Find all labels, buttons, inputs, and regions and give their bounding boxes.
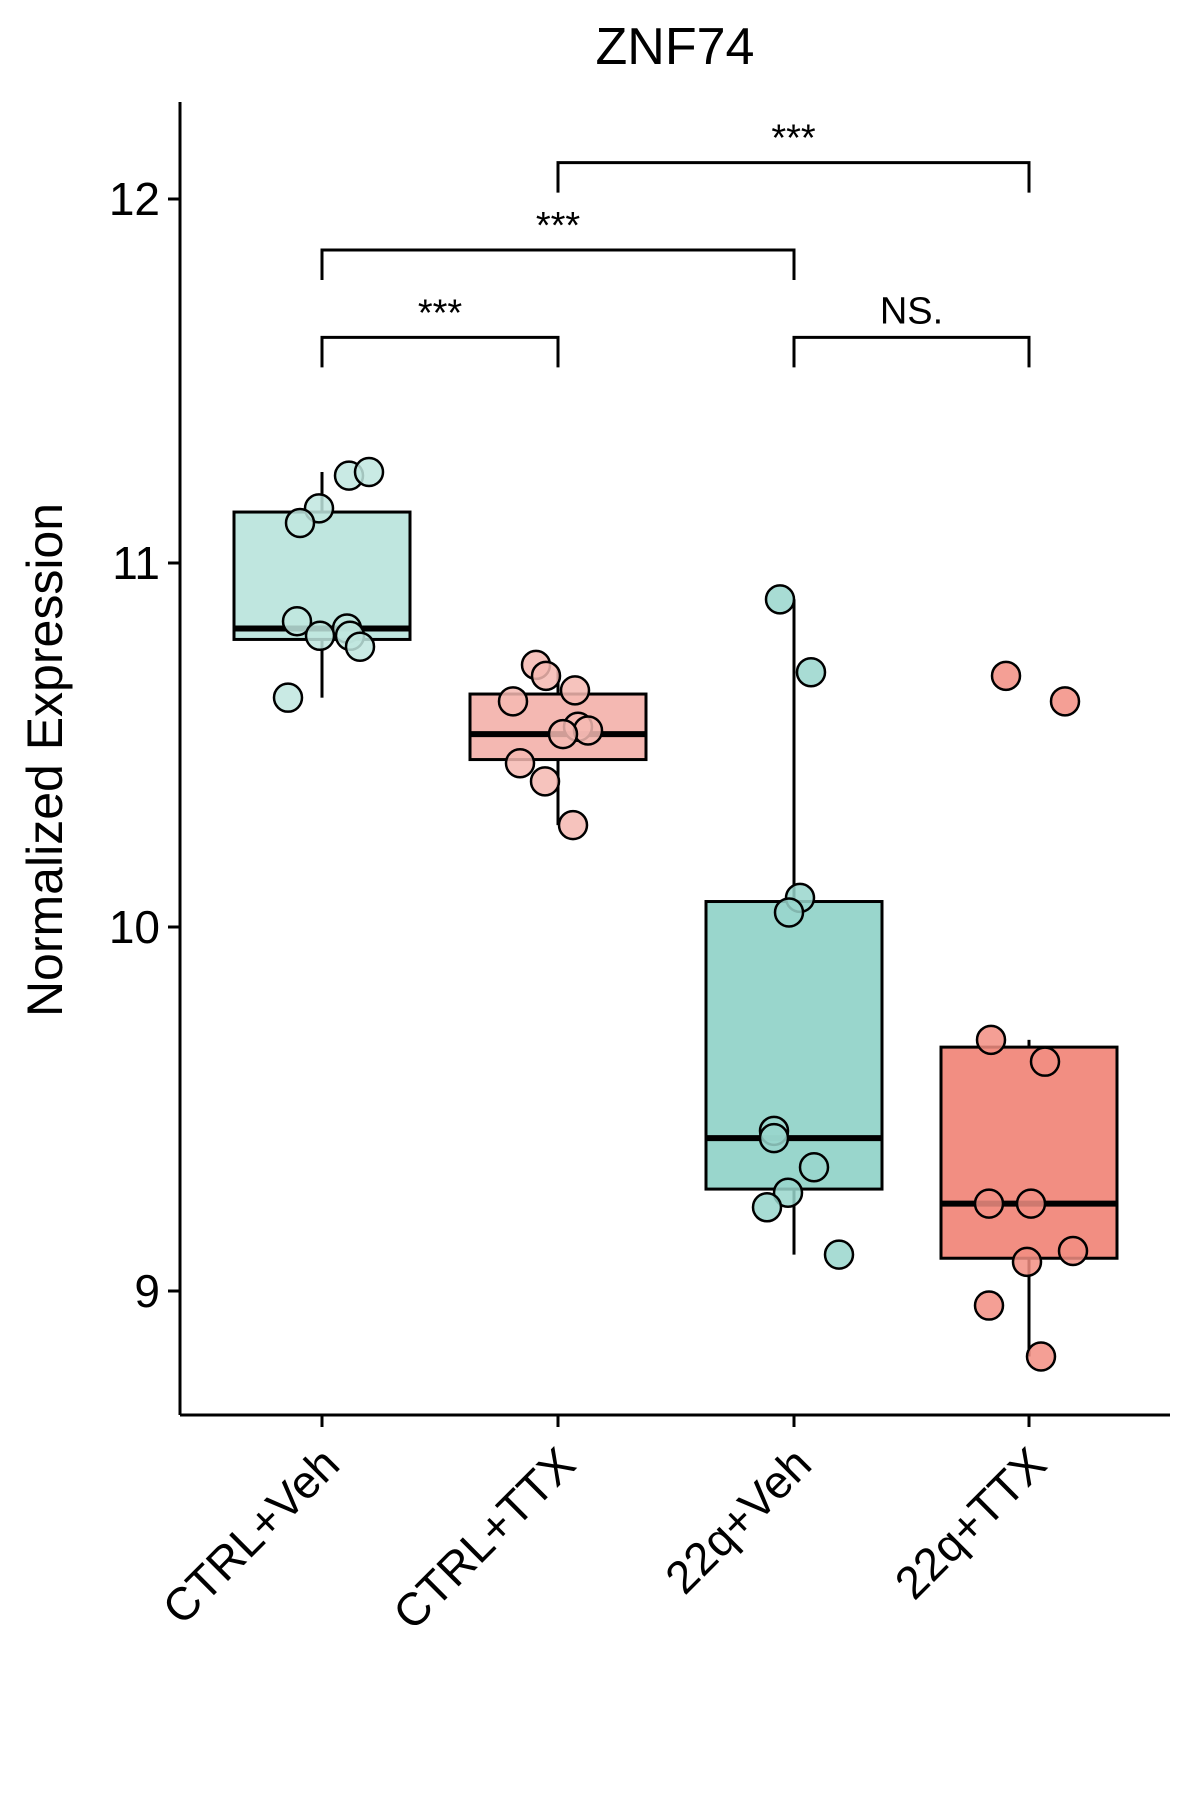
data-point (1029, 1046, 1061, 1077)
data-point (572, 715, 604, 746)
data-point (304, 620, 336, 652)
x-tick-label: CTRL+Veh (152, 1437, 349, 1634)
significance-bracket (556, 161, 1031, 193)
data-point (973, 1188, 1005, 1219)
data-point (973, 1290, 1005, 1321)
data-point (1025, 1341, 1057, 1372)
data-point (823, 1239, 855, 1270)
significance-label: NS. (880, 290, 943, 332)
significance-label: *** (536, 205, 581, 247)
y-tick-label: 9 (134, 1265, 160, 1317)
data-point (758, 1122, 790, 1154)
y-tick-label: 11 (112, 537, 160, 589)
data-point (559, 675, 591, 706)
data-point (990, 660, 1022, 692)
data-point (1049, 686, 1081, 717)
data-point (529, 766, 561, 797)
data-point (751, 1192, 783, 1223)
x-tick-label: 22q+Veh (655, 1437, 821, 1603)
significance-bracket (320, 248, 796, 280)
data-point (1057, 1235, 1089, 1267)
data-point (1011, 1246, 1043, 1278)
data-point (557, 809, 589, 841)
chart-title: ZNF74 (596, 18, 755, 76)
box (232, 510, 412, 641)
data-point (504, 747, 536, 779)
y-axis-label: Normalized Expression (17, 503, 73, 1017)
data-point (772, 1177, 804, 1208)
y-tick-label: 12 (109, 173, 160, 225)
data-point (497, 686, 529, 717)
data-point (272, 682, 304, 713)
data-point (344, 631, 376, 662)
x-tick-label: 22q+TTX (885, 1437, 1056, 1608)
significance-bracket (320, 335, 560, 368)
significance-bracket (792, 335, 1031, 368)
data-point (353, 456, 385, 488)
box (939, 1045, 1119, 1260)
data-point (284, 507, 316, 539)
significance-label: *** (418, 292, 463, 334)
data-point (547, 718, 579, 750)
data-point (281, 605, 313, 637)
data-point (1015, 1188, 1047, 1219)
data-point (975, 1024, 1007, 1056)
y-tick-label: 10 (109, 901, 160, 953)
significance-label: *** (771, 118, 816, 160)
x-tick-label: CTRL+TTX (383, 1437, 585, 1639)
data-point (798, 1151, 830, 1183)
data-point (764, 584, 796, 615)
data-point (795, 656, 827, 688)
data-point (773, 897, 805, 928)
box (704, 900, 884, 1191)
data-point (530, 660, 562, 692)
